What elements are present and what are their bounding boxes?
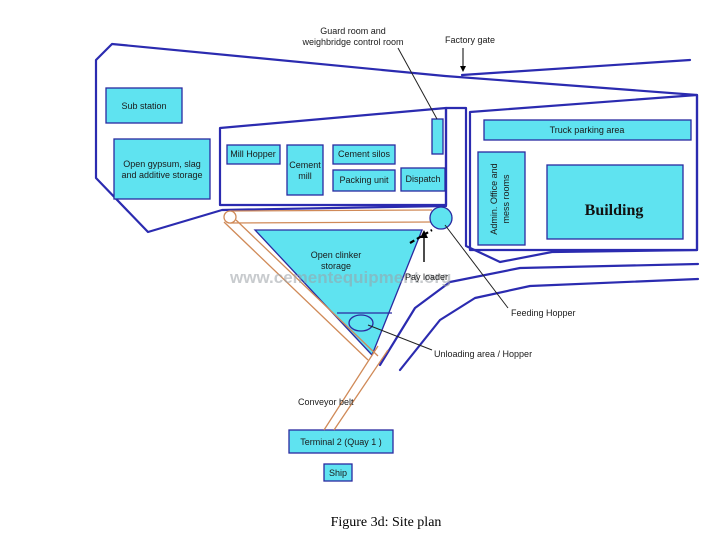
guard-room-box (431, 118, 444, 155)
figure-caption: Figure 3d: Site plan (331, 515, 442, 530)
clinker-storage-triangle (253, 229, 423, 357)
truck-parking-label: Truck parking area (550, 125, 625, 135)
guard-room-label-1: Guard room and (320, 26, 386, 36)
cement-mill-box (286, 144, 324, 196)
pay-loader-arrowhead (420, 230, 428, 238)
admin-office-box (477, 151, 526, 246)
inner-road-upper (378, 262, 700, 367)
inner-road-lower (398, 277, 700, 372)
clinker-label-1: Open clinker (311, 250, 362, 260)
conveyor-left-diagonal (223, 219, 379, 361)
unloading-hopper-circle (348, 314, 374, 332)
feeding-hopper-circle (429, 206, 453, 230)
watermark: www.cementequipment.org (229, 268, 451, 287)
plant-block-outline (218, 106, 448, 207)
admin-office-label-1: Admin. Office and (489, 163, 499, 234)
dispatch-label: Dispatch (405, 174, 440, 184)
unloading-area-label: Unloading area / Hopper (434, 349, 532, 359)
terminal-label: Terminal 2 (Quay 1 ) (300, 437, 382, 447)
ship-box (323, 463, 353, 482)
conveyor-belt-label: Conveyor belt (298, 397, 354, 407)
dispatch-box (400, 167, 446, 192)
cement-silos-label: Cement silos (338, 149, 391, 159)
factory-gate-label: Factory gate (445, 35, 495, 45)
packing-unit-label: Packing unit (339, 175, 389, 185)
open-storage-label-1: Open gypsum, slag (123, 159, 201, 169)
building-label: Building (585, 202, 644, 219)
feeding-hopper-label: Feeding Hopper (511, 308, 576, 318)
conveyor-to-terminal (323, 345, 389, 431)
clinker-label-2: storage (321, 261, 351, 271)
mill-hopper-box (226, 144, 281, 165)
guard-room-label-2: weighbridge control room (301, 37, 403, 47)
conveyor-end-left (223, 210, 237, 224)
unloading-leader (367, 324, 433, 351)
open-storage-label-2: and additive storage (121, 170, 202, 180)
truck-parking-box (483, 119, 692, 141)
admin-block-outline (468, 93, 699, 252)
pay-loader-label: Pay loader (405, 272, 448, 282)
ship-label: Ship (329, 468, 347, 478)
admin-office-label-2: mess rooms (501, 174, 511, 224)
cement-silos-box (332, 144, 396, 165)
sub-station-label: Sub station (121, 101, 166, 111)
factory-gate-arrowhead (460, 66, 466, 72)
open-storage-box (113, 138, 211, 200)
conveyor-top (229, 209, 433, 224)
building-box (546, 164, 684, 240)
mill-hopper-label: Mill Hopper (230, 149, 276, 159)
sub-station-box (105, 87, 183, 124)
terminal-box (288, 429, 394, 454)
cement-mill-label-1: Cement (289, 160, 321, 170)
packing-unit-box (332, 169, 396, 192)
feeding-hopper-leader (444, 224, 509, 309)
guard-room-leader (397, 47, 438, 120)
cement-mill-label-2: mill (298, 171, 312, 181)
